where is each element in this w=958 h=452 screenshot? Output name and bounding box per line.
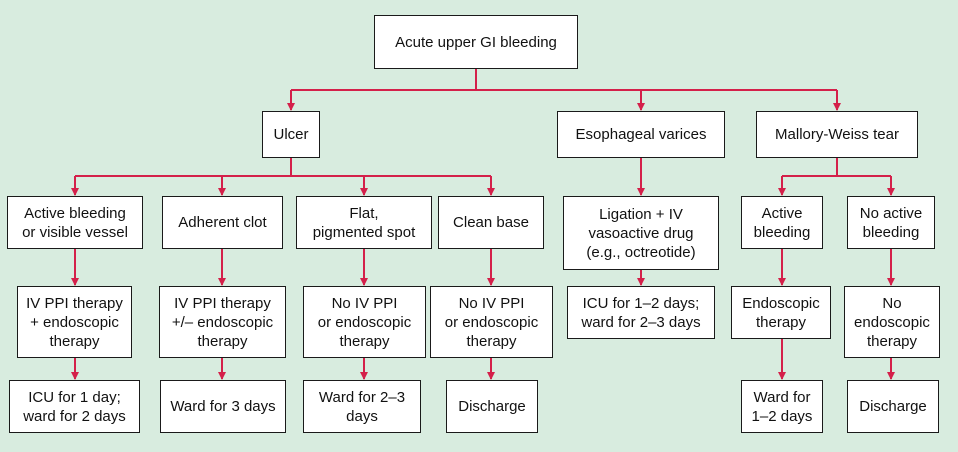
no-endoscopic-therapy-node: No endoscopic therapy xyxy=(844,286,940,358)
icu-ward-varices-node: ICU for 1–2 days; ward for 2–3 days xyxy=(567,286,715,339)
outcome-icu-ward-node: ICU for 1 day; ward for 2 days xyxy=(9,380,140,433)
ppi-endoscopic-therapy-node: IV PPI therapy + endoscopic therapy xyxy=(17,286,132,358)
active-bleeding-vessel-node: Active bleeding or visible vessel xyxy=(7,196,143,249)
outcome-ward-1-2-days-node: Ward for 1–2 days xyxy=(741,380,823,433)
outcome-ward-2-3-days-node: Ward for 2–3 days xyxy=(303,380,421,433)
outcome-discharge-mw-node: Discharge xyxy=(847,380,939,433)
ulcer-node: Ulcer xyxy=(262,111,320,158)
no-ppi-flat-node: No IV PPI or endoscopic therapy xyxy=(303,286,426,358)
root-node: Acute upper GI bleeding xyxy=(374,15,578,69)
no-ppi-clean-node: No IV PPI or endoscopic therapy xyxy=(430,286,553,358)
mw-active-bleeding-node: Active bleeding xyxy=(741,196,823,249)
mallory-weiss-tear-node: Mallory-Weiss tear xyxy=(756,111,918,158)
outcome-discharge-clean-node: Discharge xyxy=(446,380,538,433)
esophageal-varices-node: Esophageal varices xyxy=(557,111,725,158)
ppi-optional-endoscopic-node: IV PPI therapy +/– endoscopic therapy xyxy=(159,286,286,358)
ligation-node: Ligation + IV vasoactive drug (e.g., oct… xyxy=(563,196,719,270)
outcome-ward-3-days-node: Ward for 3 days xyxy=(160,380,286,433)
flat-pigmented-spot-node: Flat, pigmented spot xyxy=(296,196,432,249)
adherent-clot-node: Adherent clot xyxy=(162,196,283,249)
mw-no-active-bleeding-node: No active bleeding xyxy=(847,196,935,249)
endoscopic-therapy-node: Endoscopic therapy xyxy=(731,286,831,339)
clean-base-node: Clean base xyxy=(438,196,544,249)
